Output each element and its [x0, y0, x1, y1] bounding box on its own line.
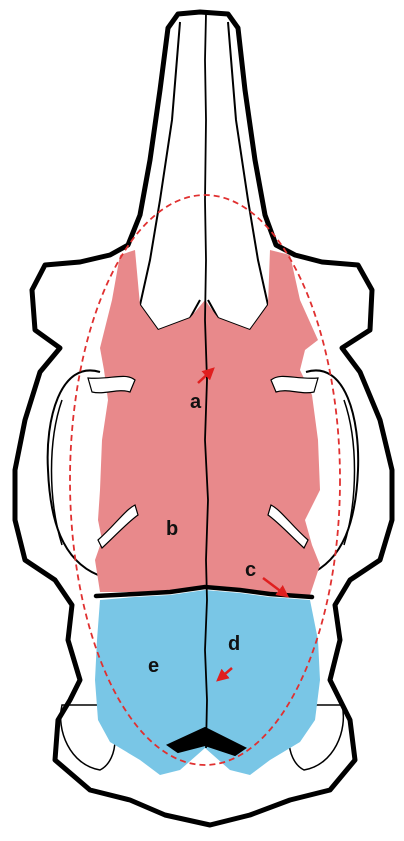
parietal-region: [95, 590, 320, 775]
orbital-notch-right-upper: [271, 376, 318, 392]
label-b: b: [166, 518, 178, 540]
label-c: c: [245, 559, 256, 581]
label-e: e: [148, 655, 159, 677]
label-d: d: [228, 633, 240, 655]
label-a: a: [190, 391, 202, 413]
orbital-notch-left-upper: [88, 376, 135, 392]
